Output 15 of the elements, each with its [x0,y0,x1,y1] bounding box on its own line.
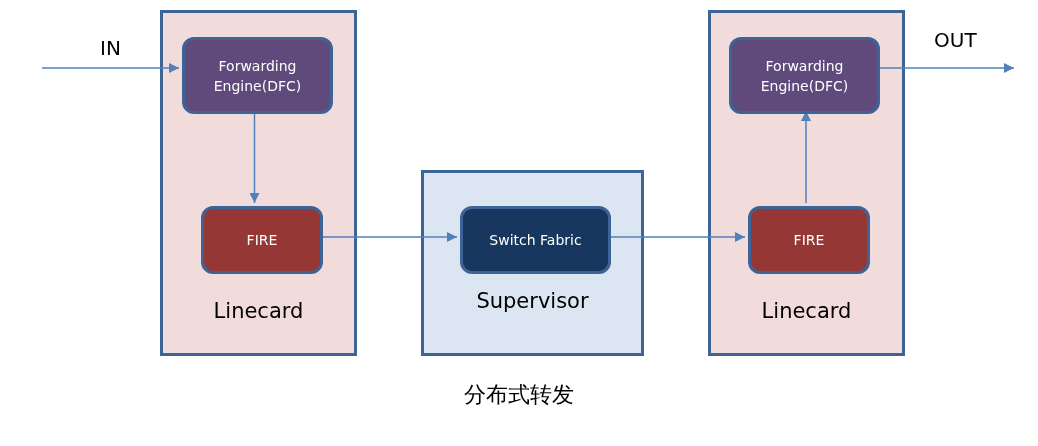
supervisor-panel [421,170,644,356]
linecard-panel [708,10,905,356]
fire-box: FIRE [748,206,870,274]
panel-title: Supervisor [475,289,590,313]
edge-label: IN [100,36,121,60]
linecard-panel [160,10,357,356]
fire-box: FIRE [201,206,323,274]
arrow [41,63,180,73]
fabric-box: Switch Fabric [460,206,611,274]
panel-title: Linecard [212,299,305,323]
engine-box: Forwarding Engine(DFC) [182,37,333,114]
panel-title: Linecard [760,299,853,323]
edge-label: OUT [934,28,977,52]
engine-box: Forwarding Engine(DFC) [729,37,880,114]
caption: 分布式转发 [464,382,574,407]
